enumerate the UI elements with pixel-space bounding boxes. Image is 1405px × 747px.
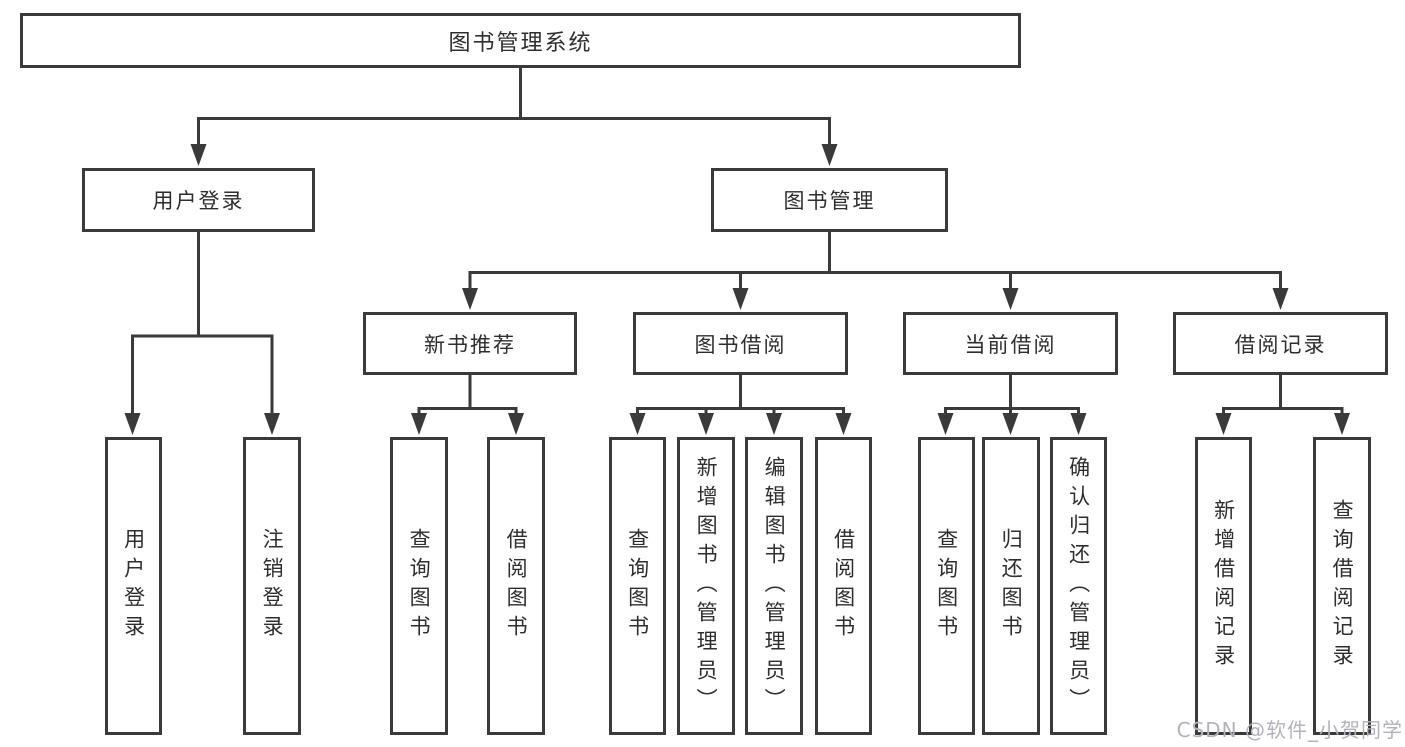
node-new-book-recommend: 新书推荐 (363, 312, 577, 375)
node-leaf-query-books-borrow: 查询图书 (609, 437, 666, 735)
node-book-management: 图书管理 (711, 168, 948, 232)
node-leaf-query-borrow-record-label: 查询借阅记录 (1330, 499, 1355, 673)
node-leaf-edit-books-admin: 编辑图书（管理员） (745, 437, 803, 735)
node-leaf-borrow-books: 借阅图书 (815, 437, 872, 735)
node-book-borrow-label: 图书借阅 (694, 332, 787, 357)
node-leaf-query-books-current: 查询图书 (918, 437, 975, 735)
node-leaf-add-borrow-record-label: 新增借阅记录 (1211, 499, 1236, 673)
node-leaf-return-books-label: 归还图书 (999, 528, 1024, 644)
csdn-watermark: CSDN @软件_小贺同学 (1176, 718, 1403, 742)
node-user-login-group: 用户登录 (82, 168, 315, 232)
node-current-borrow: 当前借阅 (903, 312, 1118, 375)
node-leaf-borrow-books-recommend: 借阅图书 (487, 437, 545, 735)
node-leaf-query-books-borrow-label: 查询图书 (625, 528, 650, 644)
node-leaf-user-login: 用户登录 (105, 437, 162, 735)
node-library-management-system-label: 图书管理系统 (448, 30, 593, 56)
node-leaf-add-borrow-record: 新增借阅记录 (1195, 437, 1252, 735)
node-book-management-label: 图书管理 (783, 189, 876, 213)
node-leaf-confirm-return-admin-label: 确认归还（管理员） (1066, 455, 1091, 717)
node-leaf-add-books-admin-label: 新增图书（管理员） (694, 455, 719, 717)
node-leaf-query-books-recommend-label: 查询图书 (407, 528, 432, 644)
node-leaf-add-books-admin: 新增图书（管理员） (677, 437, 735, 735)
node-leaf-edit-books-admin-label: 编辑图书（管理员） (762, 455, 787, 717)
node-leaf-logout: 注销登录 (243, 437, 301, 735)
node-leaf-confirm-return-admin: 确认归还（管理员） (1050, 437, 1107, 735)
node-leaf-borrow-books-label: 借阅图书 (831, 528, 856, 644)
node-leaf-borrow-books-recommend-label: 借阅图书 (504, 528, 529, 644)
node-borrow-records-label: 借阅记录 (1234, 332, 1327, 357)
node-leaf-query-books-recommend: 查询图书 (390, 437, 448, 735)
node-library-management-system: 图书管理系统 (20, 13, 1021, 68)
node-leaf-user-login-label: 用户登录 (121, 528, 146, 644)
node-book-borrow: 图书借阅 (633, 312, 848, 375)
node-leaf-return-books: 归还图书 (982, 437, 1040, 735)
node-leaf-query-books-current-label: 查询图书 (934, 528, 959, 644)
node-new-book-recommend-label: 新书推荐 (424, 332, 516, 357)
node-borrow-records: 借阅记录 (1173, 312, 1388, 375)
node-current-borrow-label: 当前借阅 (964, 332, 1057, 357)
node-leaf-query-borrow-record: 查询借阅记录 (1313, 437, 1371, 735)
node-leaf-logout-label: 注销登录 (260, 528, 285, 644)
node-user-login-group-label: 用户登录 (152, 189, 245, 213)
arrowheads (124, 144, 1350, 435)
